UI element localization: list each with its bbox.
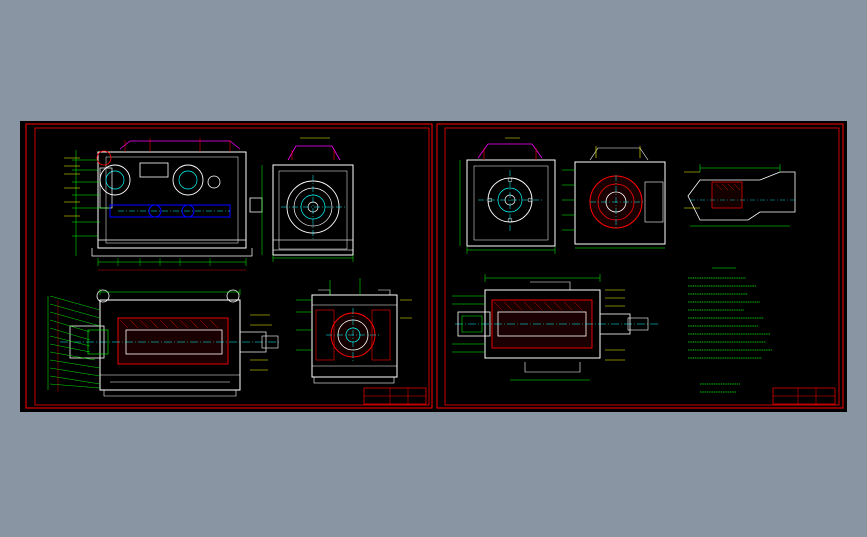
sheet-2-shaft-section: [452, 274, 660, 381]
sheet-2-end-view: [459, 137, 556, 254]
sheet-2-title-block: [772, 387, 836, 405]
model-space-background: [20, 121, 847, 412]
sheet-1-front-view: [64, 138, 263, 271]
sheet-1-inner-border: [34, 127, 430, 406]
drawing-sheet-2: [436, 123, 844, 409]
sheet-1-side-view: [261, 137, 354, 262]
sheet-2-technical-notes: [688, 267, 772, 393]
sheet-2-half-section: [562, 146, 666, 249]
sheet-1-outer-border: [25, 123, 433, 409]
sheet-1-section-view: [47, 289, 280, 397]
sheet-2-detail-view: [684, 164, 796, 227]
sheet-2-outer-border: [436, 123, 844, 409]
sheet-1-title-block: [363, 387, 427, 405]
drawing-sheet-1: [25, 123, 433, 409]
sheet-2-inner-border: [444, 127, 840, 406]
sheet-1-cross-section: [296, 278, 412, 384]
